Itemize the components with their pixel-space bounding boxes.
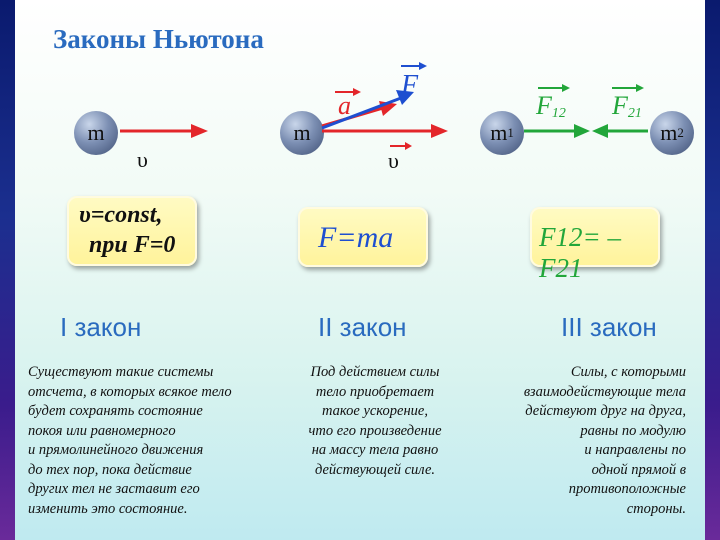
law-3-heading: III закон: [561, 312, 657, 342]
force-vectors-2: a F υ: [321, 62, 448, 173]
formula-first-line2: при F=0: [89, 232, 176, 258]
accel-label: a: [338, 91, 351, 120]
mass-ball-2: m: [280, 111, 324, 155]
interaction-forces: F12 F21: [524, 84, 648, 138]
law-3-text: Силы, с которыми взаимодействующие тела …: [523, 364, 686, 517]
law-1-text: Существуют такие системы отсчета, в кото…: [28, 364, 232, 517]
formula-third: F12= –F21: [539, 222, 621, 283]
f21-label: F21: [611, 91, 642, 121]
law-2-text: Под действием силы тело приобретает тако…: [308, 364, 442, 478]
mass1-sub: 1: [507, 125, 514, 140]
formula-box-1: υ=const, при F=0: [67, 196, 197, 266]
force-label: F: [400, 70, 419, 101]
mass1-label: m: [490, 120, 508, 145]
mass-ball-1: m: [74, 111, 118, 155]
mass2-sub: 2: [677, 125, 684, 140]
mass-label: m: [293, 120, 311, 145]
formula-second: F=ma: [318, 221, 394, 254]
f12-label: F12: [535, 91, 566, 121]
velocity-label: υ: [388, 148, 399, 173]
slide-title: Законы Ньютона: [53, 24, 264, 54]
law-1-heading: I закон: [60, 312, 142, 342]
velocity-label: υ: [137, 147, 148, 172]
formula-first-line1: υ=const,: [79, 202, 163, 228]
mass-label: m: [87, 120, 105, 145]
velocity-vector-1: υ: [120, 124, 208, 172]
mass2-label: m: [660, 120, 678, 145]
formula-box-3: F12= –F21: [530, 207, 660, 283]
formula-box-2: F=ma: [298, 207, 428, 267]
law-2-heading: II закон: [318, 312, 407, 342]
